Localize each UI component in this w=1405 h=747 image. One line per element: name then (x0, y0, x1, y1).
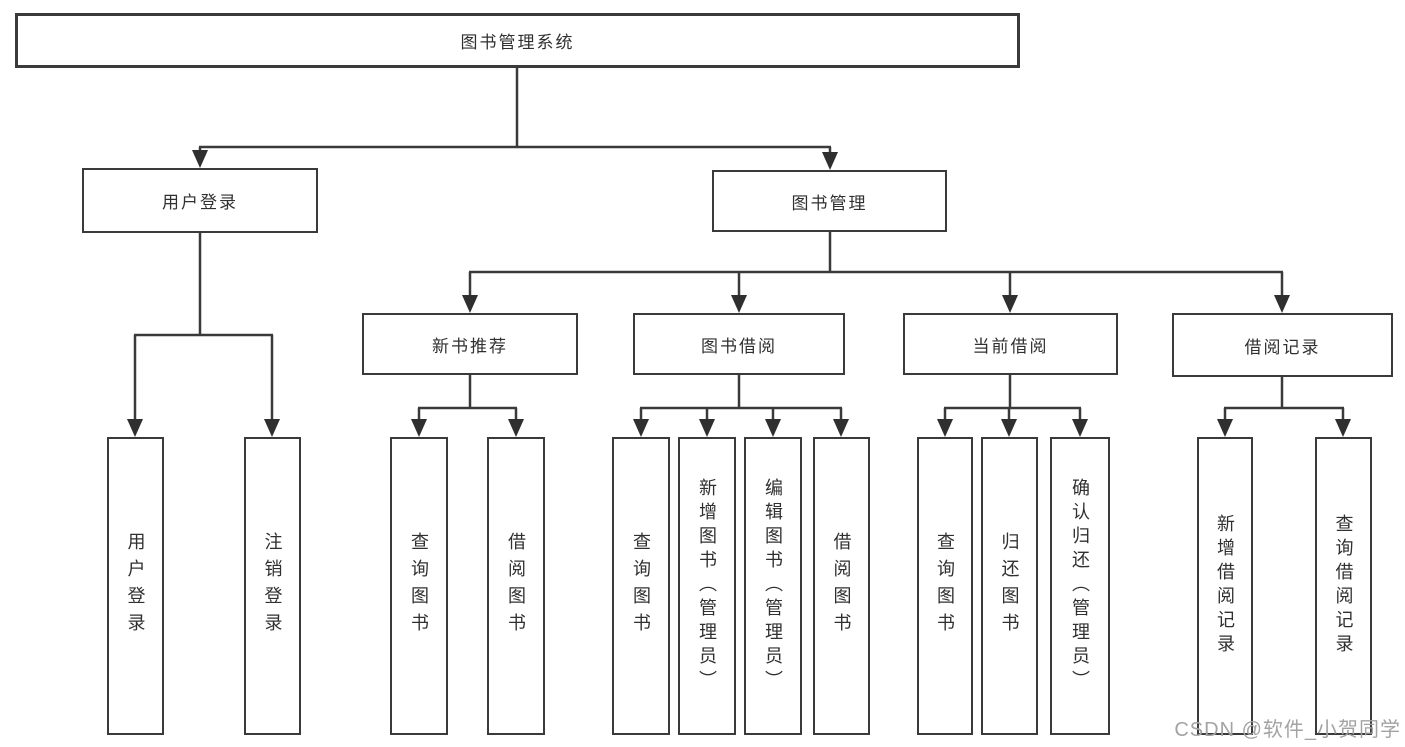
leaf-recommend-query-books: 查询图书 (390, 437, 448, 735)
leaf-add-borrow-record: 新增借阅记录 (1197, 437, 1253, 735)
leaf-borrow-books: 借阅图书 (813, 437, 870, 735)
leaf-user-login: 用户登录 (107, 437, 164, 735)
leaf-logout: 注销登录 (244, 437, 301, 735)
node-user-login-group: 用户登录 (82, 168, 318, 233)
csdn-watermark: CSDN @软件_小贺同学 (1174, 719, 1401, 741)
node-current-borrowing: 当前借阅 (903, 313, 1118, 375)
node-library-management-system: 图书管理系统 (15, 13, 1020, 68)
leaf-edit-books-admin: 编辑图书（管理员） (744, 437, 802, 735)
leaf-query-borrow-record: 查询借阅记录 (1315, 437, 1372, 735)
node-borrowing-records: 借阅记录 (1172, 313, 1393, 377)
node-book-borrowing: 图书借阅 (633, 313, 845, 375)
leaf-add-books-admin: 新增图书（管理员） (678, 437, 736, 735)
leaf-return-books: 归还图书 (981, 437, 1038, 735)
node-new-book-recommendation: 新书推荐 (362, 313, 578, 375)
node-book-management: 图书管理 (712, 170, 947, 232)
leaf-current-query-books: 查询图书 (917, 437, 973, 735)
leaf-recommend-borrow-books: 借阅图书 (487, 437, 545, 735)
leaf-confirm-return-admin: 确认归还（管理员） (1050, 437, 1110, 735)
leaf-borrow-query-books: 查询图书 (612, 437, 670, 735)
